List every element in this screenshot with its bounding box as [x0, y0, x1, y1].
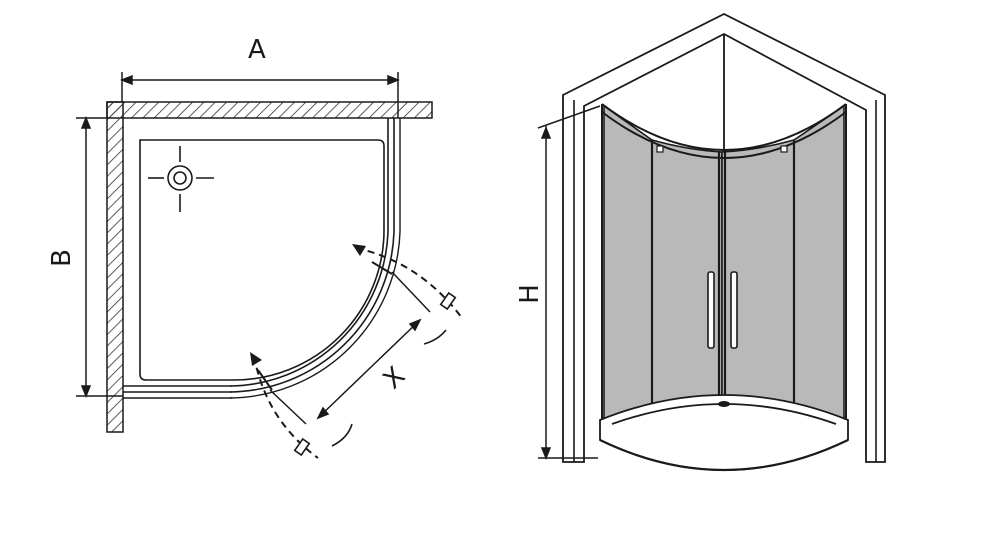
door-swing-arcs — [253, 247, 463, 459]
wall-top — [106, 101, 433, 119]
swing-arrowheads — [250, 244, 366, 366]
wall-edges — [573, 100, 877, 462]
glass-panel-left-fixed — [603, 104, 653, 444]
wall-left — [106, 101, 124, 433]
dimension-h — [537, 105, 601, 461]
elevation-view: H — [515, 12, 886, 471]
dimension-x-label: X — [378, 361, 412, 395]
door-handles — [707, 271, 738, 349]
shower-tray-outline — [139, 139, 385, 381]
enclosure-frame-plan — [123, 118, 401, 399]
door-handle-icons — [293, 291, 457, 457]
top-rail — [601, 103, 847, 422]
door-hinge-markers — [257, 261, 393, 391]
dimension-b — [76, 115, 123, 399]
dimension-a-label: A — [248, 35, 266, 65]
shower-tray-elevation — [599, 394, 849, 471]
glass-panels — [603, 104, 845, 461]
drain-icon — [148, 146, 214, 212]
plan-view: A B X — [47, 35, 463, 459]
drain-icon-elevation — [718, 401, 730, 407]
door-handle-right — [730, 271, 738, 349]
dimension-a — [119, 72, 401, 118]
swing-motion-marks — [331, 329, 447, 447]
dimension-b-label: B — [47, 249, 77, 267]
door-handle-left — [707, 271, 715, 349]
dimension-h-label: H — [515, 284, 545, 304]
glass-panel-right-fixed — [793, 104, 845, 444]
dimension-x — [269, 271, 431, 425]
